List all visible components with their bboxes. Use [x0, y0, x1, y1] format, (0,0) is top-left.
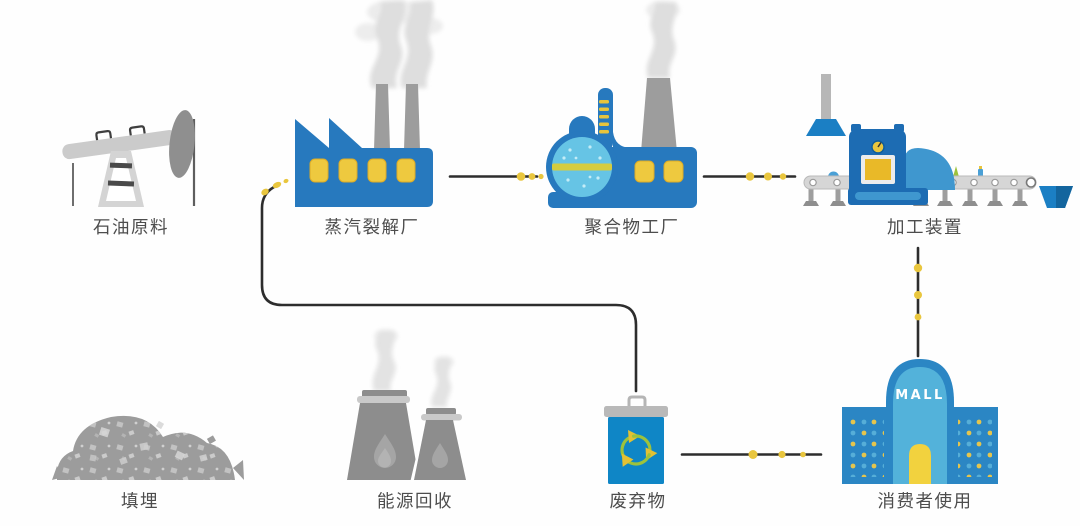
cooling-towers-icon [347, 390, 466, 483]
cracker-smoke [355, 0, 443, 88]
bin-body [608, 417, 664, 484]
chimney [404, 84, 420, 150]
landfill-pile-icon [52, 415, 244, 480]
cooling-tower-small [414, 408, 466, 480]
trash-specks [89, 420, 208, 465]
pump-a-frame [98, 151, 144, 207]
bin-lid [604, 406, 668, 417]
distillation-column [598, 88, 630, 150]
factory-windows [309, 158, 416, 183]
label-energy-recovery: 能源回收 [377, 492, 453, 512]
smoke-plumes [355, 0, 680, 407]
mall-door [909, 444, 931, 484]
press-machine [848, 124, 955, 205]
waste-bin-icon [604, 395, 668, 484]
connector-processing-to-consumer [913, 246, 923, 358]
label-landfill: 填埋 [121, 492, 159, 512]
connector-cracker-to-polymer [448, 172, 544, 181]
pellets [748, 450, 806, 459]
recycle-arrows-icon [620, 430, 658, 467]
polymer-smoke [646, 1, 680, 78]
chimney [641, 78, 677, 152]
hopper-funnel [806, 74, 846, 136]
factory-body [295, 118, 433, 207]
label-polymer-plant: 聚合物工厂 [585, 218, 680, 238]
label-processing-unit: 加工装置 [887, 218, 963, 238]
mall-sign: MALL [895, 388, 945, 403]
label-oil-feedstock: 石油原料 [93, 218, 169, 238]
connector-polymer-to-processing [702, 172, 797, 181]
labels: 石油原料 蒸汽裂解厂 聚合物工厂 加工装置 消费者使用 废弃物 能源回收 填埋 [93, 218, 973, 512]
label-steam-cracker: 蒸汽裂解厂 [325, 218, 420, 238]
connector-waste-recycle-loop [260, 178, 638, 393]
label-consumer-use: 消费者使用 [878, 491, 973, 512]
processing-unit-icon [803, 74, 1073, 208]
machine-hood [904, 148, 955, 190]
reactor-sphere [546, 116, 618, 203]
connector-consumer-to-waste [680, 450, 823, 459]
factory-windows [634, 160, 684, 183]
chimney [374, 84, 390, 150]
pellets [745, 172, 787, 181]
pellets [913, 263, 923, 321]
label-waste: 废弃物 [610, 492, 667, 512]
output-hopper [1039, 186, 1073, 208]
bin-handle [627, 395, 647, 406]
cooling-tower-smoke [372, 329, 454, 407]
pump-beam [62, 125, 177, 160]
pellets [516, 172, 544, 181]
oil-pump-icon [62, 110, 196, 207]
steam-cracker-icon [295, 84, 433, 207]
mall-building-icon: MALL [842, 359, 998, 484]
machine-window [861, 155, 895, 184]
cooling-tower-large [347, 390, 419, 480]
polymer-plant-icon [546, 78, 697, 208]
mall-windows [848, 417, 884, 477]
mall-windows [958, 417, 992, 477]
flame-icon [432, 443, 448, 468]
pump-counterweight [169, 110, 195, 178]
pellets [261, 178, 289, 196]
